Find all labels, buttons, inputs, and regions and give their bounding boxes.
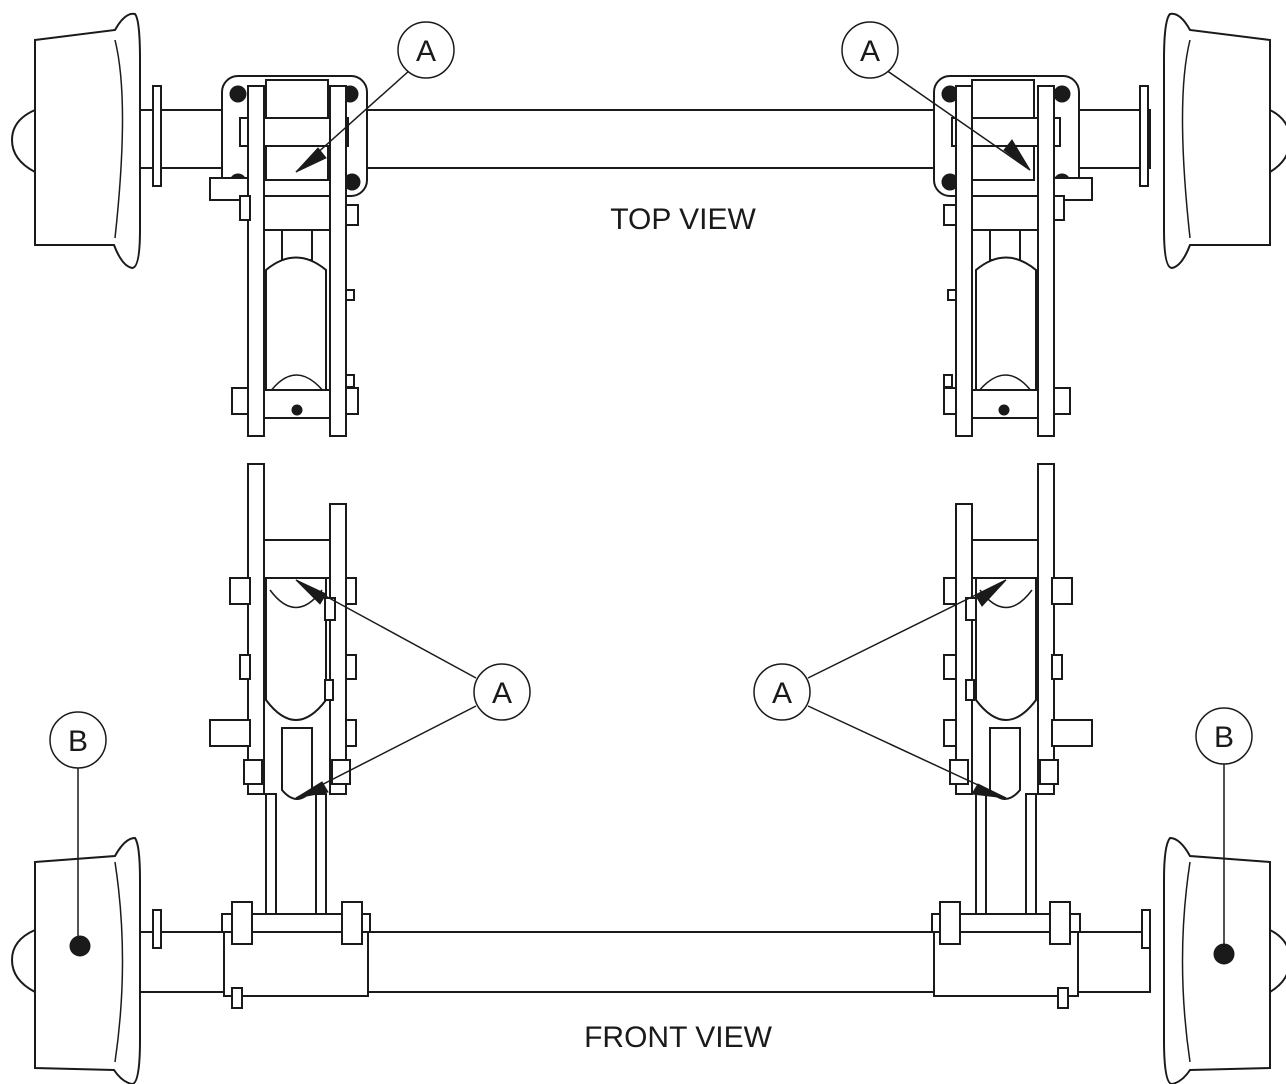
callout-b-left: B bbox=[49, 711, 107, 957]
callout-a-front-left: A bbox=[295, 579, 531, 799]
callout-a-label: A bbox=[416, 35, 436, 68]
callout-b-right: B bbox=[1195, 707, 1253, 965]
front-right-washer bbox=[1141, 909, 1151, 949]
callout-a-top-right: A bbox=[841, 21, 1031, 171]
callout-a-label: A bbox=[492, 677, 512, 710]
callout-b-label: B bbox=[1214, 721, 1234, 754]
front-view-label: FRONT VIEW bbox=[584, 1021, 772, 1054]
top-left-washer bbox=[152, 85, 162, 187]
front-left-washer bbox=[152, 909, 162, 949]
hub-grease-point-left bbox=[69, 935, 91, 957]
front-right-arm-assembly bbox=[931, 463, 1093, 1009]
hub-grease-point-right bbox=[1213, 943, 1235, 965]
top-view: TOP VIEW bbox=[10, 12, 1286, 437]
top-left-wheel bbox=[10, 12, 141, 270]
top-right-wheel bbox=[1163, 12, 1286, 270]
front-left-arm-assembly bbox=[209, 463, 371, 1009]
top-right-washer bbox=[1139, 85, 1149, 187]
front-left-wheel bbox=[10, 836, 141, 1084]
callout-a-top-left: A bbox=[295, 21, 455, 173]
top-right-arm-assembly bbox=[933, 75, 1093, 437]
callout-a-label: A bbox=[772, 677, 792, 710]
callout-a-front-right: A bbox=[753, 579, 1007, 799]
top-left-arm-assembly bbox=[209, 75, 368, 437]
top-view-label: TOP VIEW bbox=[610, 203, 756, 236]
callout-b-label: B bbox=[68, 725, 88, 758]
front-view: FRONT VIEW bbox=[10, 463, 1286, 1084]
callout-a-label: A bbox=[860, 35, 880, 68]
